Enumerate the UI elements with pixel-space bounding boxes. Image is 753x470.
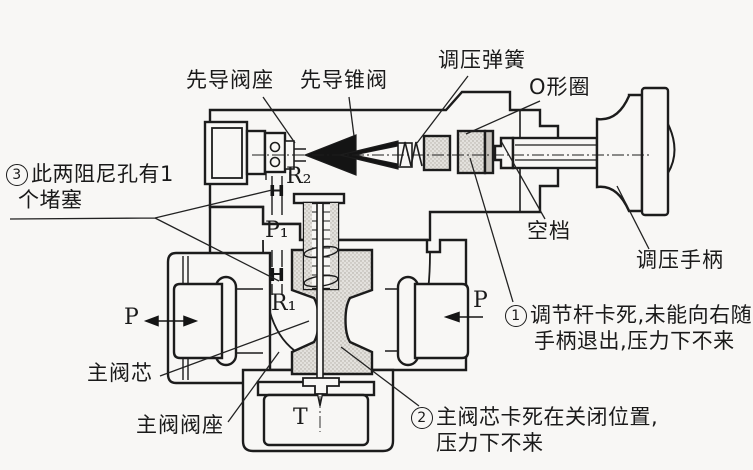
label-o-ring: O形圈 [529, 75, 591, 99]
leader-main-seat [227, 351, 280, 423]
leader-neutral-gap [500, 140, 546, 220]
leader-pressure-spring [416, 75, 469, 144]
note-3: 3 此两阻尼孔有1 个堵塞 [6, 161, 174, 214]
leader-main-spool [159, 320, 310, 377]
note-2: 2 主阀芯卡死在关闭位置, 压力下不来 [411, 404, 658, 457]
leader-pilot-poppet [348, 96, 355, 137]
leader-note1 [469, 157, 514, 303]
port-p-right [385, 275, 470, 367]
leader-o-ring [465, 100, 541, 135]
leader-lines [9, 75, 650, 423]
label-r1: R₁ [271, 291, 297, 316]
label-handle: 调压手柄 [636, 248, 724, 272]
note-2-number: 2 [411, 407, 433, 429]
label-pilot-poppet: 先导锥阀 [300, 68, 388, 92]
centerlines [252, 154, 652, 432]
label-pilot-seat: 先导阀座 [186, 68, 274, 92]
note-3-number: 3 [6, 164, 28, 186]
note-2-line-1: 主阀芯卡死在关闭位置, [436, 405, 659, 429]
label-pressure-spring: 调压弹簧 [438, 48, 526, 72]
label-neutral-gap: 空档 [527, 219, 571, 243]
note-2-line-2: 压力下不来 [436, 431, 544, 456]
flow-arrows [143, 311, 483, 327]
hex-plug [203, 120, 267, 186]
leader-pilot-seat [262, 96, 296, 144]
label-r2: R₂ [286, 164, 312, 189]
label-port-p-right: P [473, 288, 488, 313]
label-port-p-left: P [124, 305, 139, 330]
note-3-line-2: 个堵塞 [18, 188, 83, 213]
note-1-line-1: 调节杆卡死,未能向右随 [530, 303, 753, 327]
note-1-number: 1 [505, 305, 527, 327]
note-1-line-2: 手柄退出,压力下不来 [534, 329, 735, 354]
leader-note3-fork [9, 189, 280, 282]
label-main-spool: 主阀芯 [87, 361, 153, 385]
handwheel [595, 86, 676, 217]
note-1: 1 调节杆卡死,未能向右随 手柄退出,压力下不来 [505, 302, 752, 355]
pressure-adjusting-spring [399, 141, 423, 167]
label-main-seat: 主阀阀座 [136, 413, 224, 437]
pilot-seat-assembly [263, 131, 306, 180]
leader-handle [616, 185, 650, 250]
label-p1: P₁ [265, 218, 289, 243]
leader-note2 [340, 346, 420, 407]
adjusting-screw-assembly [422, 129, 599, 175]
damping-orifices [270, 176, 284, 295]
label-port-t: T [293, 405, 308, 430]
port-t [241, 368, 395, 453]
note-3-line-1: 此两阻尼孔有1 [31, 162, 174, 186]
